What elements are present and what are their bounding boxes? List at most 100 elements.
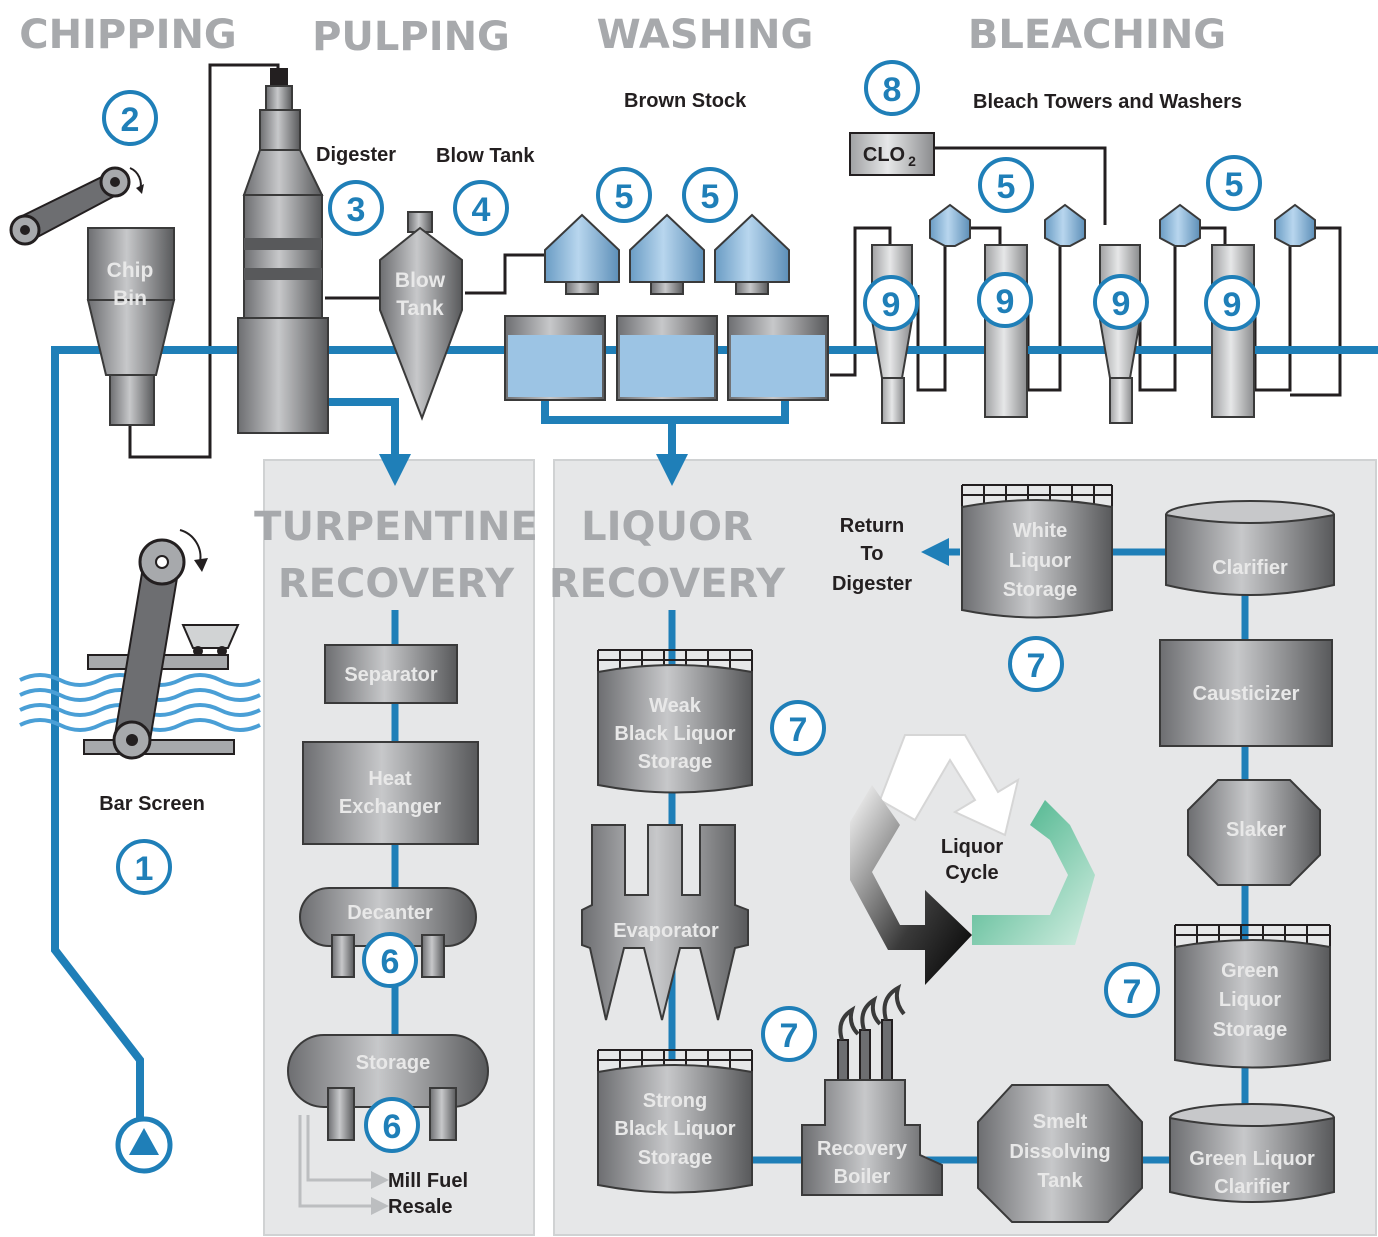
svg-text:5: 5 <box>1225 166 1244 204</box>
smelt-label-2: Dissolving <box>1009 1141 1110 1163</box>
callout-chip-conveyor: 2 <box>102 90 158 146</box>
recovery-boiler-label-1: Recovery <box>817 1138 908 1160</box>
decanter-vessel: Decanter <box>299 887 477 978</box>
control-lines <box>128 63 1342 459</box>
pump-icon <box>115 1116 173 1174</box>
svg-text:9: 9 <box>996 283 1015 321</box>
return-label-3: Digester <box>832 573 912 595</box>
bleach-towers <box>871 244 1255 424</box>
recycle-arrows-icon: Liquor Cycle <box>850 734 1095 985</box>
white-liquor-label-3: Storage <box>1003 579 1077 601</box>
blow-tank-vessel: Blow Tank <box>379 211 463 421</box>
liquor-cycle-label-2: Cycle <box>945 862 998 884</box>
green-liquor-storage: Green Liquor Storage <box>1174 924 1331 1069</box>
clarifier-label: Clarifier <box>1212 557 1288 579</box>
svg-text:6: 6 <box>381 943 400 981</box>
slaker-vessel: Slaker <box>1187 779 1321 886</box>
turpentine-outputs: Mill Fuel Resale <box>298 1115 468 1218</box>
chip-bin-label-2: Bin <box>113 287 147 310</box>
evaporator-vessel: Evaporator <box>581 824 749 1021</box>
smelt-dissolving-tank: Smelt Dissolving Tank <box>977 1084 1143 1223</box>
callout-weak-black: 7 <box>770 700 826 756</box>
chip-bin-label-1: Chip <box>107 259 154 282</box>
storage-label: Storage <box>356 1052 430 1074</box>
callout-clo2: 8 <box>864 60 920 116</box>
section-header-turpentine-recovery: RECOVERY <box>278 561 515 607</box>
section-header-washing: WASHING <box>597 12 814 58</box>
callout-strong-black: 7 <box>761 1006 817 1062</box>
blow-tank-label: Blow Tank <box>436 145 535 167</box>
callout-storage: 6 <box>364 1097 420 1153</box>
digester-vessel <box>237 68 329 434</box>
svg-text:7: 7 <box>1123 973 1142 1011</box>
svg-text:4: 4 <box>472 191 491 229</box>
callout-bar-screen: 1 <box>116 839 172 895</box>
heat-exchanger-label-1: Heat <box>368 768 412 790</box>
causticizer-vessel: Causticizer <box>1159 639 1333 747</box>
weak-black-label-2: Black Liquor <box>614 723 735 745</box>
weak-black-label-3: Storage <box>638 751 712 773</box>
white-liquor-storage: White Liquor Storage <box>961 484 1113 619</box>
strong-black-label-2: Black Liquor <box>614 1118 735 1140</box>
svg-text:1: 1 <box>135 850 154 888</box>
svg-text:7: 7 <box>1027 647 1046 685</box>
brown-stock-washers <box>504 213 829 401</box>
strong-black-label-1: Strong <box>643 1090 707 1112</box>
callout-tower-1: 9 <box>863 275 919 331</box>
heat-exchanger-vessel: Heat Exchanger <box>302 741 479 845</box>
green-storage-label-1: Green <box>1221 960 1279 982</box>
section-header-liquor: LIQUOR <box>581 504 753 550</box>
svg-text:6: 6 <box>383 1108 402 1146</box>
conveyor-icon <box>9 166 144 246</box>
clarifier-vessel: Clarifier <box>1165 500 1335 596</box>
recovery-boiler-vessel: Recovery Boiler <box>801 983 943 1196</box>
callout-decanter: 6 <box>362 932 418 988</box>
clo2-label: CLO <box>863 144 905 166</box>
white-liquor-label-1: White <box>1013 520 1067 542</box>
section-header-pulping: PULPING <box>312 14 510 60</box>
callout-tower-2: 9 <box>977 272 1033 328</box>
blow-tank-label-1: Blow <box>395 269 446 292</box>
decanter-label: Decanter <box>347 902 433 924</box>
recovery-boiler-label-2: Boiler <box>834 1166 891 1188</box>
svg-text:7: 7 <box>789 711 808 749</box>
liquor-cycle-label-1: Liquor <box>941 836 1003 858</box>
separator-label: Separator <box>344 664 438 686</box>
mill-fuel-label: Mill Fuel <box>388 1170 468 1192</box>
strong-black-liquor-storage: Strong Black Liquor Storage <box>597 1049 753 1194</box>
white-liquor-label-2: Liquor <box>1009 550 1071 572</box>
green-storage-label-2: Liquor <box>1219 989 1281 1011</box>
brown-stock-label: Brown Stock <box>624 90 747 112</box>
slaker-label: Slaker <box>1226 819 1286 841</box>
svg-text:5: 5 <box>701 178 720 216</box>
bar-screen-label: Bar Screen <box>99 793 205 815</box>
svg-text:9: 9 <box>1112 285 1131 323</box>
section-header-chipping: CHIPPING <box>19 12 237 58</box>
section-header-turpentine: TURPENTINE <box>254 504 538 550</box>
green-clarifier-label-1: Green Liquor <box>1189 1148 1315 1170</box>
bleach-towers-label: Bleach Towers and Washers <box>973 91 1242 113</box>
smelt-label-1: Smelt <box>1033 1111 1088 1133</box>
svg-text:8: 8 <box>883 71 902 109</box>
svg-text:9: 9 <box>882 286 901 324</box>
separator-vessel: Separator <box>324 644 458 704</box>
callout-digester: 3 <box>328 180 384 236</box>
green-liquor-clarifier: Green Liquor Clarifier <box>1169 1103 1335 1203</box>
callout-bleach-washer-2: 5 <box>1206 155 1262 211</box>
blow-tank-label-2: Tank <box>396 297 444 320</box>
weak-black-label-1: Weak <box>649 695 702 717</box>
svg-text:2: 2 <box>121 101 140 139</box>
chip-bin: Chip Bin <box>86 227 176 426</box>
callout-green-liquor: 7 <box>1104 962 1160 1018</box>
svg-text:9: 9 <box>1223 286 1242 324</box>
section-header-liquor-recovery: RECOVERY <box>549 561 786 607</box>
callout-markers: 1 2 3 4 5 5 8 5 5 9 9 9 9 6 6 7 7 7 7 <box>102 60 1262 1153</box>
svg-text:5: 5 <box>615 178 634 216</box>
clo2-subscript: 2 <box>908 153 916 169</box>
callout-bleach-washer-1: 5 <box>978 157 1034 213</box>
storage-vessel: Storage <box>287 1034 489 1141</box>
evaporator-label: Evaporator <box>613 920 719 942</box>
callout-blow-tank: 4 <box>453 180 509 236</box>
causticizer-label: Causticizer <box>1193 683 1300 705</box>
